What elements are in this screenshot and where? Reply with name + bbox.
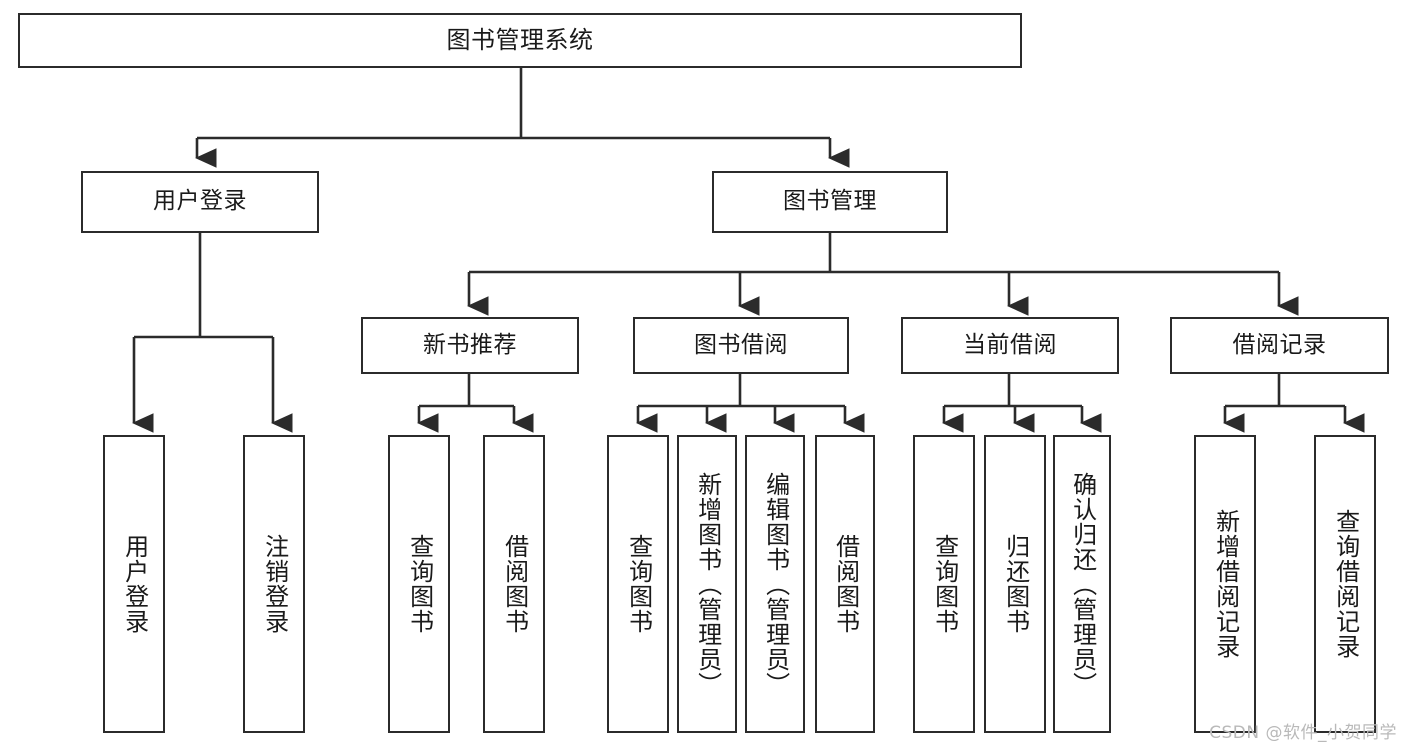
node-leaf-add-record-label: 新增借阅记录	[1211, 509, 1240, 659]
node-current-borrow[interactable]: 当前借阅	[901, 317, 1119, 374]
node-leaf-edit-book[interactable]: 编辑图书（管理员）	[745, 435, 805, 733]
node-leaf-query-book-2[interactable]: 查询图书	[607, 435, 669, 733]
node-new-book-rec[interactable]: 新书推荐	[361, 317, 579, 374]
node-root[interactable]: 图书管理系统	[18, 13, 1022, 68]
csdn-watermark: CSDN @软件_小贺同学	[1209, 723, 1397, 743]
node-leaf-query-record[interactable]: 查询借阅记录	[1314, 435, 1376, 733]
node-new-book-rec-label: 新书推荐	[423, 331, 517, 358]
node-leaf-user-login-label: 用户登录	[120, 534, 149, 634]
node-leaf-borrow-book-2[interactable]: 借阅图书	[815, 435, 875, 733]
node-leaf-borrow-book-2-label: 借阅图书	[831, 534, 860, 634]
node-book-manage[interactable]: 图书管理	[712, 171, 948, 233]
node-borrow-record-label: 借阅记录	[1232, 331, 1327, 358]
node-user-login[interactable]: 用户登录	[81, 171, 319, 233]
node-leaf-borrow-book-1[interactable]: 借阅图书	[483, 435, 545, 733]
node-leaf-confirm-return-label: 确认归还（管理员）	[1068, 471, 1097, 697]
node-current-borrow-label: 当前借阅	[963, 331, 1057, 358]
node-leaf-user-logout[interactable]: 注销登录	[243, 435, 305, 733]
node-leaf-add-book[interactable]: 新增图书（管理员）	[677, 435, 737, 733]
node-leaf-return-book[interactable]: 归还图书	[984, 435, 1046, 733]
node-leaf-borrow-book-1-label: 借阅图书	[500, 534, 529, 634]
node-leaf-add-book-label: 新增图书（管理员）	[693, 471, 722, 697]
node-leaf-return-book-label: 归还图书	[1001, 534, 1030, 634]
node-book-manage-label: 图书管理	[783, 188, 877, 215]
node-leaf-query-book-3[interactable]: 查询图书	[913, 435, 975, 733]
node-leaf-query-book-1-label: 查询图书	[405, 534, 434, 634]
node-leaf-user-logout-label: 注销登录	[260, 534, 289, 634]
node-leaf-query-book-2-label: 查询图书	[624, 534, 653, 634]
node-leaf-query-record-label: 查询借阅记录	[1331, 509, 1360, 659]
node-leaf-add-record[interactable]: 新增借阅记录	[1194, 435, 1256, 733]
node-leaf-edit-book-label: 编辑图书（管理员）	[761, 471, 790, 697]
node-leaf-user-login[interactable]: 用户登录	[103, 435, 165, 733]
node-root-label: 图书管理系统	[446, 26, 594, 55]
node-book-borrow[interactable]: 图书借阅	[633, 317, 849, 374]
node-leaf-confirm-return[interactable]: 确认归还（管理员）	[1053, 435, 1111, 733]
node-leaf-query-book-1[interactable]: 查询图书	[388, 435, 450, 733]
node-user-login-label: 用户登录	[153, 188, 247, 215]
node-leaf-query-book-3-label: 查询图书	[930, 534, 959, 634]
node-book-borrow-label: 图书借阅	[694, 331, 788, 358]
node-borrow-record[interactable]: 借阅记录	[1170, 317, 1389, 374]
